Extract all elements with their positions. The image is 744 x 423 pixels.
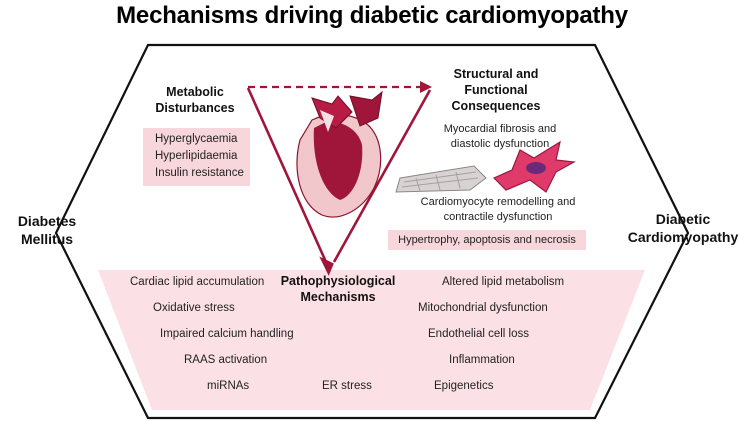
arrowhead-down — [319, 256, 334, 276]
mechanism-item: ER stress — [322, 380, 372, 392]
remodelling-caption-line-1: Cardiomyocyte remodelling and — [420, 196, 576, 208]
mechanism-item: Inflammation — [449, 354, 515, 366]
structural-heading-line-1: Structural and — [453, 67, 539, 81]
pathophysiology-band — [98, 270, 645, 410]
remodelling-caption-line-2: contractile dysfunction — [443, 211, 553, 223]
fibrous-tissue-icon — [395, 165, 487, 193]
structural-heading-line-3: Consequences — [451, 99, 541, 113]
hypertrophy-caption: Hypertrophy, apoptosis and necrosis — [398, 234, 576, 246]
mechanism-item: Impaired calcium handling — [160, 328, 294, 340]
structural-heading: Structural and Functional Consequences — [432, 66, 560, 114]
metabolic-item: Hyperglycaemia — [155, 133, 238, 145]
fibrosis-caption: Myocardial fibrosis and diastolic dysfun… — [418, 122, 582, 152]
patho-heading: Pathophysiological Mechanisms — [278, 273, 398, 305]
metabolic-item: Insulin resistance — [155, 167, 244, 179]
arrow-patho-to-structural — [332, 89, 432, 263]
right-label-line-2: Cardiomyopathy — [627, 229, 739, 245]
right-label-line-1: Diabetic — [655, 211, 711, 227]
remodelling-caption: Cardiomyocyte remodelling and contractil… — [408, 195, 588, 225]
metabolic-heading-line-1: Metabolic — [166, 85, 224, 99]
mechanism-item: Mitochondrial dysfunction — [418, 302, 548, 314]
mechanism-item: Endothelial cell loss — [428, 328, 530, 340]
arrowhead-right — [420, 81, 432, 93]
left-label-line-2: Mellitus — [20, 231, 74, 247]
cardiomyocyte-cell-icon — [492, 140, 576, 193]
mechanism-item: Cardiac lipid accumulation — [130, 276, 265, 288]
heart-icon — [296, 90, 383, 218]
arrow-metabolic-to-patho — [246, 87, 328, 263]
diabetes-mellitus-label: Diabetes Mellitus — [14, 212, 80, 248]
metabolic-items: Hyperglycaemia Hyperlipidaemia Insulin r… — [155, 131, 244, 182]
hexagon-outline — [54, 43, 690, 420]
mechanism-item: Altered lipid metabolism — [442, 276, 565, 288]
fibrosis-caption-line-1: Myocardial fibrosis and — [443, 123, 557, 135]
fibrosis-caption-line-2: diastolic dysfunction — [450, 138, 550, 150]
metabolic-heading: Metabolic Disturbances — [140, 84, 250, 116]
metabolic-heading-line-2: Disturbances — [155, 101, 235, 115]
left-label-line-1: Diabetes — [17, 213, 77, 229]
structural-heading-line-2: Functional — [464, 83, 528, 97]
diabetic-cardiomyopathy-label: Diabetic Cardiomyopathy — [627, 210, 739, 246]
patho-heading-line-2: Mechanisms — [300, 290, 376, 304]
mechanism-item: Epigenetics — [434, 380, 494, 392]
metabolic-item: Hyperlipidaemia — [155, 150, 238, 162]
mechanism-item: Oxidative stress — [153, 302, 235, 314]
mechanism-item: RAAS activation — [184, 354, 268, 366]
patho-heading-line-1: Pathophysiological — [280, 274, 396, 288]
metabolic-box — [143, 128, 250, 186]
mechanism-item: miRNAs — [207, 380, 250, 392]
hypertrophy-box — [388, 230, 586, 250]
page-title: Mechanisms driving diabetic cardiomyopat… — [116, 2, 628, 29]
